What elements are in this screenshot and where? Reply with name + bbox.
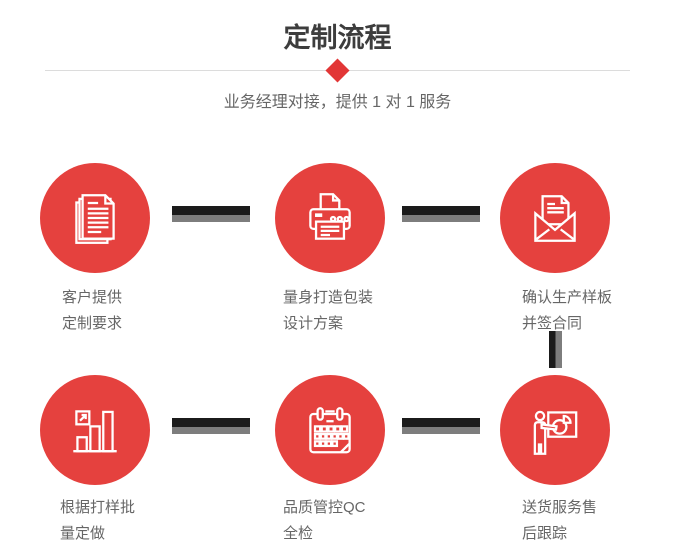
growth-bar-chart-icon <box>73 410 117 453</box>
step-label-line: 品质管控QC <box>283 499 366 516</box>
connector-horizontal-1-2 <box>172 206 250 222</box>
step-label-line: 量身打造包装 <box>283 289 374 306</box>
step-label-sample-contract: 确认生产样板 并签合同 <box>522 285 612 337</box>
connector-horizontal-4-5 <box>172 418 250 434</box>
step-circle-sample-contract <box>500 163 610 273</box>
step-label-line: 后跟踪 <box>522 525 568 542</box>
documents-stack-icon <box>75 194 115 244</box>
connector-horizontal-5-6 <box>402 418 480 434</box>
step-label-customer-requirements: 客户提供 定制要求 <box>62 285 122 337</box>
step-label-line: 根据打样批 <box>60 499 136 516</box>
presentation-board-icon <box>533 410 578 455</box>
step-circle-packaging-design <box>275 163 385 273</box>
step-label-line: 客户提供 <box>62 289 123 306</box>
step-label-line: 全检 <box>283 525 314 542</box>
step-label-line: 送货服务售 <box>522 499 598 516</box>
step-label-line: 设计方案 <box>283 315 344 332</box>
calendar-icon <box>309 407 351 454</box>
printer-icon <box>309 193 351 240</box>
step-circle-quality-control <box>275 375 385 485</box>
section-title: 定制流程 <box>283 23 392 53</box>
diamond-accent-icon <box>325 58 350 83</box>
step-label-line: 定制要求 <box>62 315 123 332</box>
step-label-packaging-design: 量身打造包装 设计方案 <box>283 285 373 337</box>
envelope-letter-icon <box>534 195 576 242</box>
step-label-batch-production: 根据打样批 量定做 <box>60 495 135 547</box>
step-circle-customer-requirements <box>40 163 150 273</box>
connector-horizontal-2-3 <box>402 206 480 222</box>
step-label-line: 并签合同 <box>522 315 583 332</box>
step-circle-delivery-tracking <box>500 375 610 485</box>
step-label-line: 确认生产样板 <box>522 289 613 306</box>
connector-vertical-3-6 <box>549 331 562 368</box>
step-circle-batch-production <box>40 375 150 485</box>
step-label-line: 量定做 <box>60 525 106 542</box>
step-label-delivery-tracking: 送货服务售 后跟踪 <box>522 495 597 547</box>
step-label-quality-control: 品质管控QC 全检 <box>283 495 366 547</box>
section-subtitle: 业务经理对接，提供 1 对 1 服务 <box>223 94 452 111</box>
